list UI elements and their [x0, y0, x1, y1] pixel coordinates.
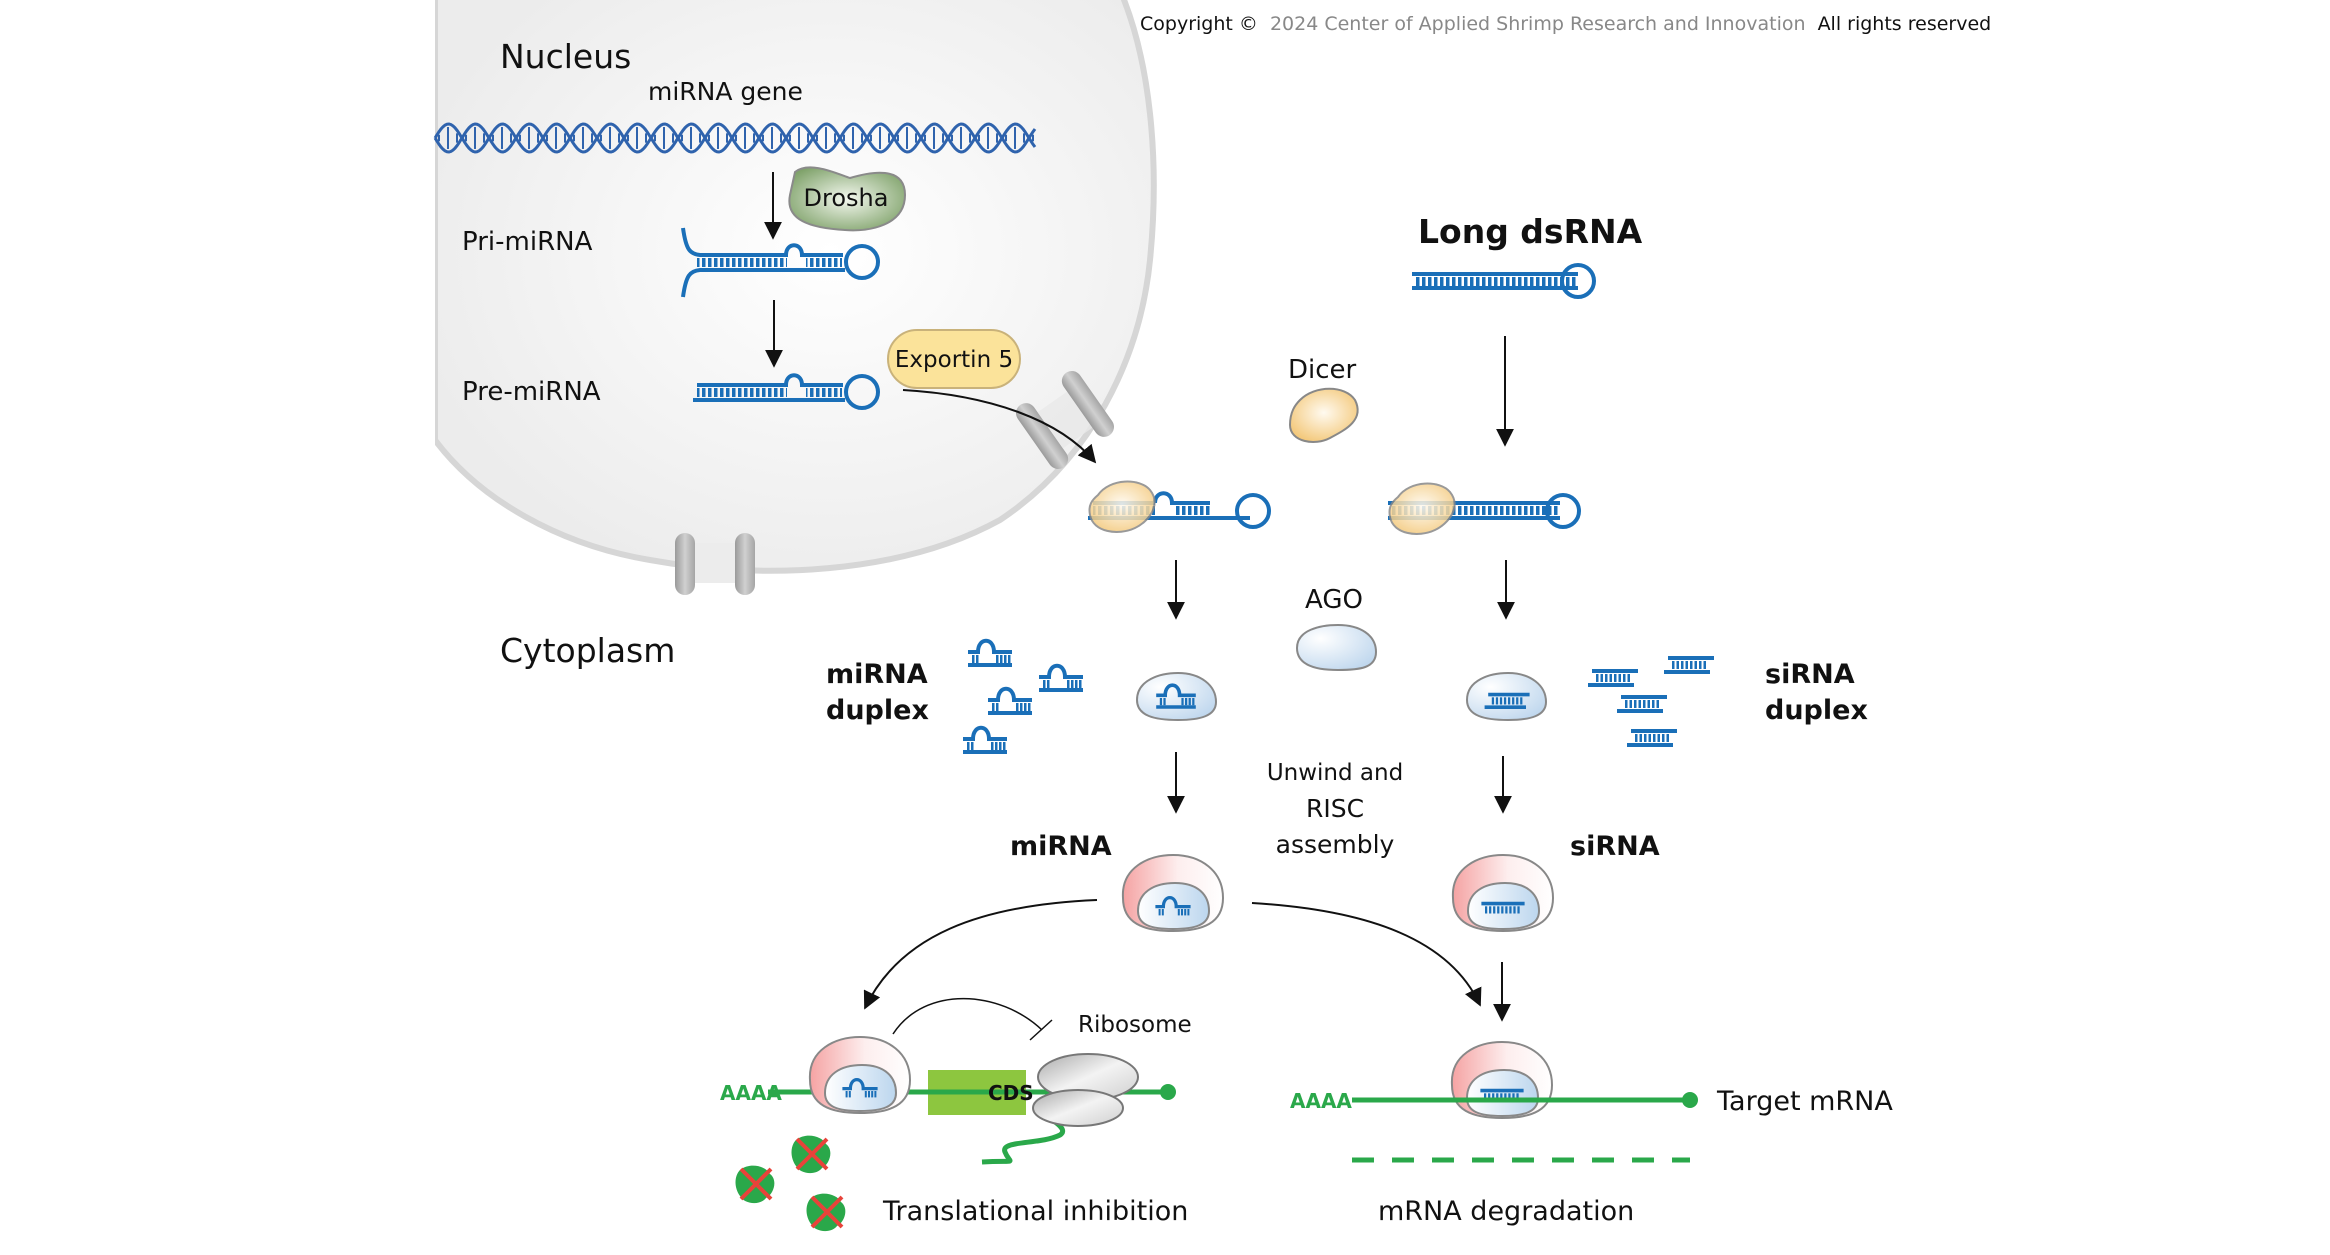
sirna-duplex-icon: [1617, 695, 1667, 713]
mirna-duplex-icon: [968, 638, 1012, 667]
ago-mirna-duplex: [1135, 671, 1218, 722]
arrow-export: [902, 389, 1097, 464]
mirna-gene-label: miRNA gene: [648, 77, 803, 106]
ago-sirna-duplex: [1465, 671, 1548, 722]
mirna-duplex-group: [963, 638, 1083, 754]
drosha-protein: Drosha: [788, 166, 907, 232]
mirna-duplex-icon: [963, 725, 1007, 754]
mirna-duplex-icon: [1156, 683, 1196, 709]
ribosome-label: Ribosome: [1078, 1012, 1192, 1038]
unwind-label-line2: RISC: [1306, 794, 1364, 823]
sirna-duplex-icon: [1484, 692, 1530, 710]
inhibition-arc: [892, 997, 1043, 1035]
sirna-duplex-icon: [1664, 656, 1714, 674]
ago-label: AGO: [1305, 585, 1363, 615]
sirna-guide-icon: [1481, 901, 1525, 914]
mirna-duplex-label-line2: duplex: [826, 695, 929, 726]
blocked-protein-icon: [791, 1135, 831, 1174]
sirna-duplex-group: [1588, 656, 1714, 747]
sirna-guide-icon: [1480, 1088, 1524, 1101]
risc-on-mrna-inhibition: [808, 1035, 912, 1115]
target-mrna: AAAA: [1290, 1040, 1698, 1120]
copyright-prefix: Copyright ©: [1140, 13, 1258, 35]
risc-sirna: [1451, 853, 1555, 933]
mirna-duplex-icon: [988, 686, 1032, 715]
sirna-duplex-icon: [1588, 669, 1638, 687]
mrna-translation: AAAA CDS: [720, 1070, 1176, 1165]
exportin-5-protein: Exportin 5: [887, 329, 1021, 389]
drosha-label: Drosha: [804, 184, 889, 212]
unwind-label-line3: assembly: [1276, 830, 1395, 859]
sirna-label: siRNA: [1570, 831, 1660, 862]
blocked-protein-group: [735, 1135, 846, 1232]
polya-left-label: AAAA: [720, 1081, 782, 1105]
target-mrna-label: Target mRNA: [1716, 1086, 1893, 1117]
mrna-degradation-label: mRNA degradation: [1378, 1196, 1634, 1227]
risc-mirna: [1121, 853, 1225, 933]
dicer-protein: [1288, 387, 1359, 443]
cytoplasm-label: Cytoplasm: [500, 631, 675, 670]
arrow-risc-to-inhibition: [863, 899, 1098, 1010]
cds-label: CDS: [988, 1081, 1034, 1105]
ribosome: [1032, 1053, 1139, 1127]
copyright-suffix: All rights reserved: [1818, 13, 1992, 35]
nucleus: [435, 0, 1157, 574]
pre-mirna-hairpin: [693, 373, 880, 410]
exportin-label: Exportin 5: [895, 347, 1013, 373]
pri-mirna-hairpin: [681, 227, 880, 298]
dna-helix-icon: [433, 122, 1037, 154]
mirna-duplex-label-line1: miRNA: [826, 659, 928, 690]
ago-protein: [1295, 623, 1378, 672]
sirna-duplex-icon: [1627, 729, 1677, 747]
unwind-label-line1: Unwind and: [1267, 760, 1403, 786]
nucleus-label: Nucleus: [500, 37, 631, 76]
sirna-duplex-label-line1: siRNA: [1765, 659, 1855, 690]
mirna-duplex-icon: [1039, 663, 1083, 692]
pri-mirna-label: Pri-miRNA: [462, 227, 593, 257]
inhibition-bar: [1029, 1019, 1053, 1041]
dicer-processing-mirna: [1088, 480, 1271, 533]
polya-right-label: AAAA: [1290, 1089, 1352, 1113]
arrow-risc-to-degradation: [1251, 902, 1482, 1007]
copyright-notice: Copyright © 2024 Center of Applied Shrim…: [1140, 13, 1991, 35]
blocked-protein-icon: [735, 1165, 775, 1204]
dicer-processing-sirna: [1388, 482, 1581, 535]
copyright-org: 2024 Center of Applied Shrimp Research a…: [1270, 13, 1806, 35]
long-dsrna-label: Long dsRNA: [1418, 212, 1643, 251]
sirna-duplex-label-line2: duplex: [1765, 695, 1868, 726]
mirna-guide-icon: [842, 1078, 878, 1098]
dicer-label: Dicer: [1288, 355, 1357, 385]
nuclear-pore-bottom: [675, 533, 755, 595]
pre-mirna-label: Pre-miRNA: [462, 377, 601, 407]
long-dsrna-hairpin: [1412, 263, 1596, 299]
nuclear-pore-right: [1016, 371, 1114, 469]
translational-inhibition-label: Translational inhibition: [882, 1196, 1188, 1227]
blocked-protein-icon: [806, 1193, 846, 1232]
mirna-guide-icon: [1155, 896, 1191, 916]
mirna-label: miRNA: [1010, 831, 1112, 862]
